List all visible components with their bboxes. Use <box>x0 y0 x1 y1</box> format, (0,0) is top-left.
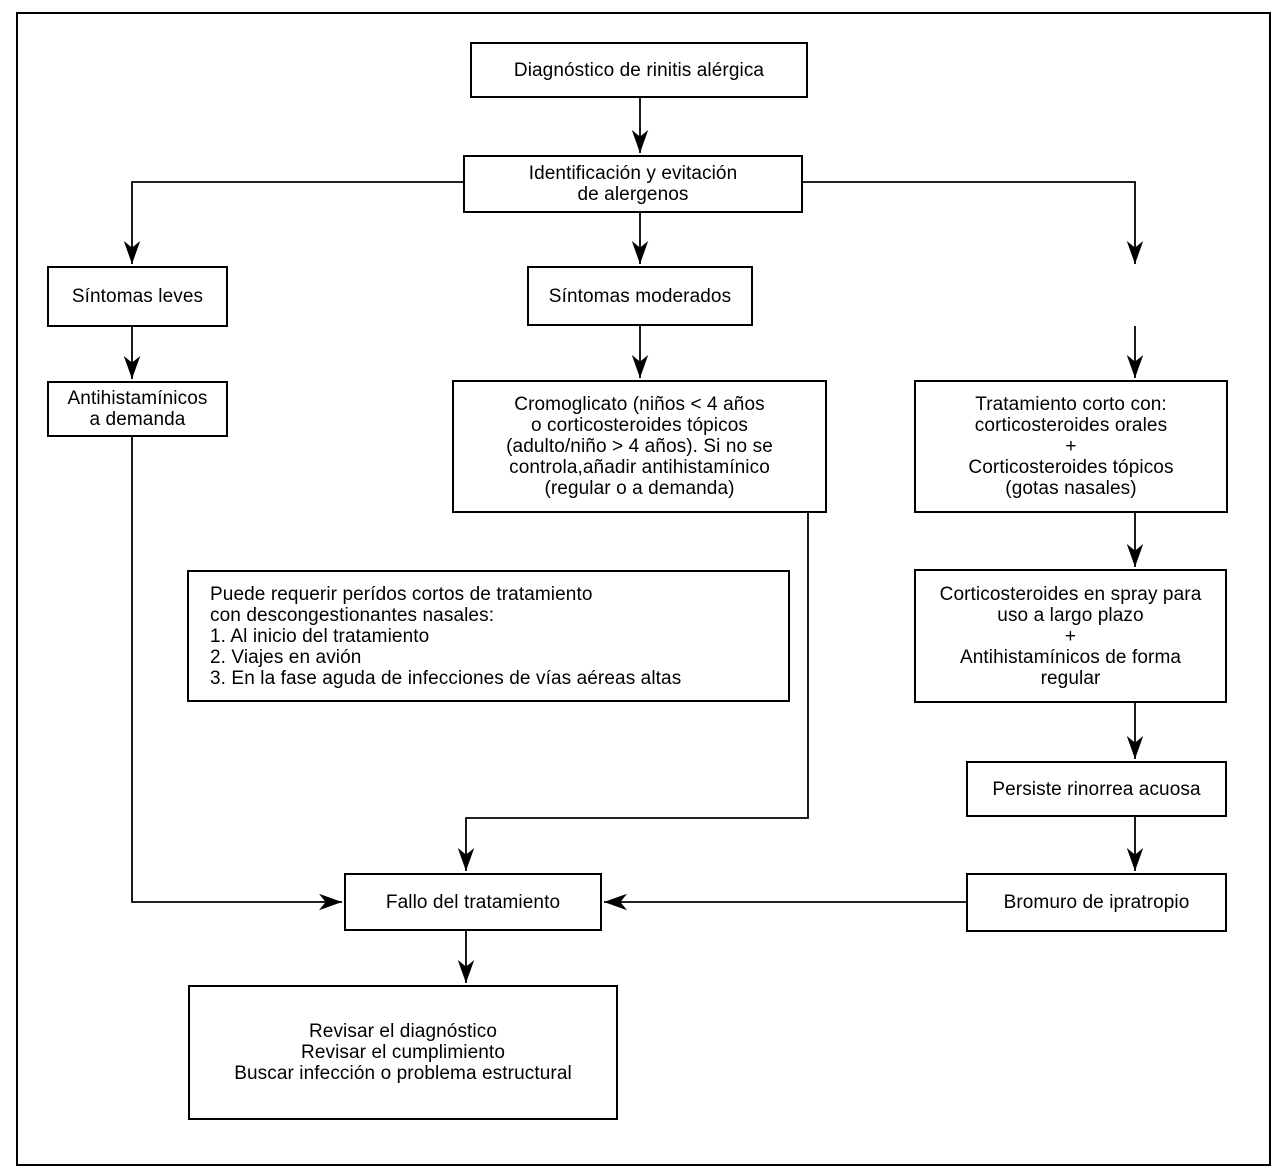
arrow-antihistaminicos-fallo <box>131 437 342 911</box>
node-persiste-rinorrea-acuosa: Persiste rinorrea acuosa <box>966 761 1227 817</box>
node-bromuro-ipratropio: Bromuro de ipratropio <box>966 873 1227 932</box>
node-identificacion-evitacion-alergenos: Identificación y evitación de alergenos <box>463 155 803 213</box>
arrow-cromoglicato-fallo <box>457 513 809 871</box>
arrow-identificacion-sintomas-graves <box>803 181 1144 264</box>
node-fallo-tratamiento: Fallo del tratamiento <box>344 873 602 931</box>
node-revisar-diagnostico: Revisar el diagnóstico Revisar el cumpli… <box>188 985 618 1120</box>
node-antihistaminicos-a-demanda: Antihistamínicos a demanda <box>47 381 228 437</box>
node-diagnostico-rinitis: Diagnóstico de rinitis alérgica <box>470 42 808 98</box>
diagram-border <box>16 12 1271 1166</box>
node-sintomas-moderados: Síntomas moderados <box>527 266 753 326</box>
node-descongestionantes-nasales: Puede requerir perídos cortos de tratami… <box>187 570 790 702</box>
node-cromoglicato-corticosteroides: Cromoglicato (niños < 4 años o corticost… <box>452 380 827 513</box>
node-tratamiento-corto: Tratamiento corto con: corticosteroides … <box>914 380 1228 513</box>
arrow-identificacion-sintomas-leves <box>123 181 463 264</box>
node-sintomas-leves: Síntomas leves <box>47 266 228 327</box>
node-corticosteroides-spray-largo-plazo: Corticosteroides en spray para uso a lar… <box>914 569 1227 703</box>
